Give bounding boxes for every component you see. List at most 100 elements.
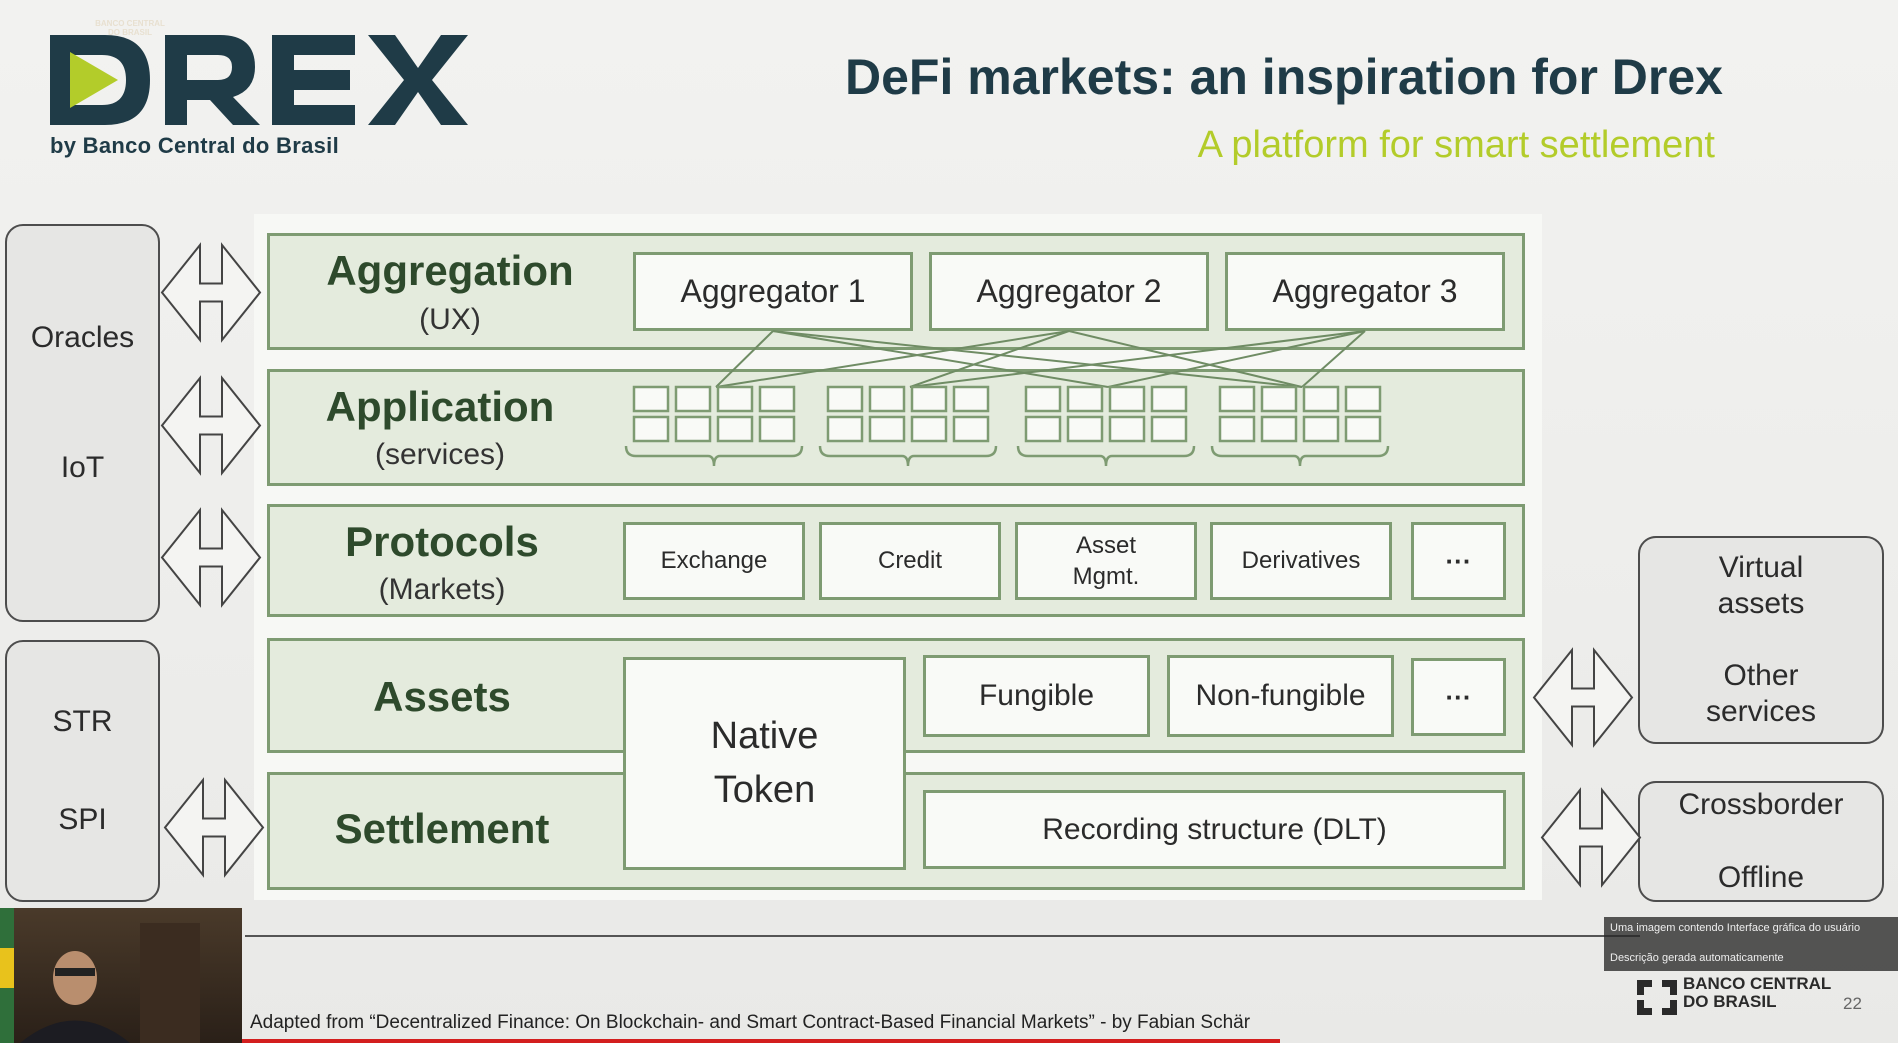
- app-service-box: [910, 415, 948, 443]
- app-service-box: [1150, 415, 1188, 443]
- aggregator-service-link: [715, 330, 774, 388]
- app-service-box: [758, 415, 796, 443]
- aggregator-service-link: [772, 330, 1303, 388]
- aggregator-3-box: Aggregator 3: [1225, 252, 1505, 331]
- logo-byline: by Banco Central do Brasil: [50, 133, 339, 158]
- oracles-box: Oracles IoT: [5, 224, 160, 622]
- app-service-box: [1260, 415, 1298, 443]
- service-group-brace: [1016, 445, 1196, 467]
- aggregator-1-box: Aggregator 1: [633, 252, 913, 331]
- settlement-title: Settlement: [334, 805, 550, 852]
- aggregator-service-link: [909, 330, 1070, 388]
- app-service-box: [716, 415, 754, 443]
- protocols-subtitle: (Markets): [378, 573, 506, 606]
- oracles-label: Oracles: [30, 321, 135, 354]
- app-service-box: [632, 385, 670, 413]
- app-service-box: [826, 385, 864, 413]
- double-arrow: [160, 507, 262, 608]
- app-service-box: [674, 385, 712, 413]
- str-label: STR: [52, 705, 113, 738]
- aggregator-service-link: [909, 330, 1366, 388]
- app-service-box: [1344, 415, 1382, 443]
- app-service-box: [1302, 385, 1340, 413]
- double-arrow: [160, 242, 262, 343]
- app-service-box: [1108, 385, 1146, 413]
- app-service-box: [1218, 385, 1256, 413]
- bidirectional-arrows: [160, 242, 1642, 888]
- app-service-box: [1108, 415, 1146, 443]
- alt-text-line-2: Descrição gerada automaticamente: [1610, 952, 1784, 964]
- double-arrow: [163, 777, 265, 878]
- offline-label: Offline: [1717, 861, 1805, 894]
- virtual-assets-label: Virtual assets: [1717, 551, 1805, 620]
- service-group-brace: [1210, 445, 1390, 467]
- source-caption: Adapted from “Decentralized Finance: On …: [250, 1012, 1251, 1033]
- aggregator-service-link: [1107, 330, 1366, 388]
- non-fungible-box: Non-fungible: [1167, 655, 1394, 737]
- page-number: 22: [1843, 994, 1862, 1013]
- application-title: Application: [325, 383, 555, 430]
- application-subtitle: (services): [374, 438, 505, 471]
- app-service-box: [1344, 385, 1382, 413]
- aggregator-service-link: [1301, 330, 1366, 388]
- app-service-box: [868, 385, 906, 413]
- slide-subtitle: A platform for smart settlement: [1197, 124, 1715, 166]
- assets-more-box: ···: [1411, 658, 1506, 736]
- credit-box: Credit: [819, 522, 1001, 600]
- iot-label: IoT: [60, 451, 105, 484]
- alt-text-overlay: [1604, 917, 1898, 971]
- app-service-box: [632, 415, 670, 443]
- aggregator-connector-lines: [715, 330, 1366, 388]
- application-grids: [624, 385, 1390, 467]
- aggregation-title: Aggregation: [326, 247, 574, 294]
- exchange-box: Exchange: [623, 522, 805, 600]
- bcb-logo-icon: [1637, 980, 1677, 1015]
- double-arrow: [160, 375, 262, 476]
- app-service-box: [1302, 415, 1340, 443]
- app-service-box: [716, 385, 754, 413]
- app-service-box: [952, 415, 990, 443]
- derivatives-box: Derivatives: [1210, 522, 1392, 600]
- aggregator-service-link: [772, 330, 1109, 388]
- crossborder-box: Crossborder Offline: [1638, 781, 1884, 902]
- app-service-box: [674, 415, 712, 443]
- asset-mgmt-box: Asset Mgmt.: [1015, 522, 1197, 600]
- other-services-label: Other services: [1705, 659, 1817, 728]
- app-service-box: [1260, 385, 1298, 413]
- aggregator-service-link: [1068, 330, 1303, 388]
- app-service-box: [952, 385, 990, 413]
- aggregation-subtitle: (UX): [419, 303, 481, 336]
- fungible-box: Fungible: [923, 655, 1150, 737]
- aggregator-service-link: [715, 330, 1070, 388]
- footer-divider: [245, 935, 1640, 937]
- aggregator-2-box: Aggregator 2: [929, 252, 1209, 331]
- assets-title: Assets: [373, 673, 511, 720]
- bcb-line-2: DO BRASIL: [1683, 991, 1777, 1011]
- app-service-box: [868, 415, 906, 443]
- service-group-brace: [624, 445, 804, 467]
- app-service-box: [1066, 385, 1104, 413]
- webcam-backdrop-label: BANCO CENTRAL DO BRASIL: [95, 19, 165, 37]
- bcb-line-1: BANCO CENTRAL: [1683, 974, 1832, 993]
- drex-logo: [50, 35, 468, 125]
- service-group-brace: [818, 445, 998, 467]
- app-service-box: [758, 385, 796, 413]
- str-spi-box: STR SPI: [5, 640, 160, 902]
- crossborder-label: Crossborder: [1678, 788, 1844, 821]
- bcb-wordmark: BANCO CENTRAL DO BRASIL: [1683, 975, 1831, 1011]
- double-arrow: [1540, 787, 1642, 888]
- video-progress-bar[interactable]: [0, 1039, 1280, 1043]
- protocols-title: Protocols: [345, 518, 539, 565]
- recording-structure-box: Recording structure (DLT): [923, 790, 1506, 869]
- double-arrow: [1532, 647, 1634, 748]
- app-service-box: [910, 385, 948, 413]
- native-token-box: Native Token: [623, 657, 906, 870]
- webcam-feed: [0, 908, 242, 1043]
- slide-title: DeFi markets: an inspiration for Drex: [844, 49, 1723, 105]
- app-service-box: [826, 415, 864, 443]
- app-service-box: [1024, 415, 1062, 443]
- app-service-box: [1218, 415, 1256, 443]
- alt-text-line-1: Uma imagem contendo Interface gráfica do…: [1610, 922, 1861, 934]
- virtual-assets-box: Virtual assets Other services: [1638, 536, 1884, 744]
